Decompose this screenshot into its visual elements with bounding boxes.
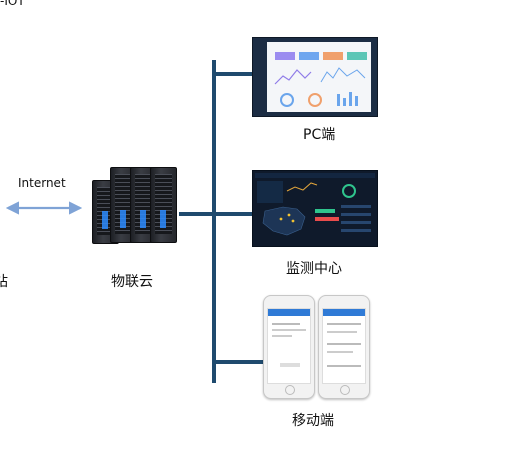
- internet-label: Internet: [18, 176, 66, 190]
- mobile-phone-icon: [318, 295, 370, 399]
- title-fragment: -IOT: [0, 0, 25, 8]
- pc-dashboard-thumbnail: [252, 37, 378, 117]
- monitor-center-thumbnail: [252, 170, 378, 247]
- mobile-endpoint-label: 移动端: [292, 413, 334, 429]
- server-rack-icon: [92, 0, 178, 250]
- pc-endpoint-label: PC端: [303, 127, 336, 143]
- monitor-endpoint-label: 监测中心: [286, 261, 342, 277]
- mobile-phone-icon: [263, 295, 315, 399]
- cloud-label: 物联云: [111, 274, 153, 290]
- left-node-label-fragment: 站: [0, 274, 8, 290]
